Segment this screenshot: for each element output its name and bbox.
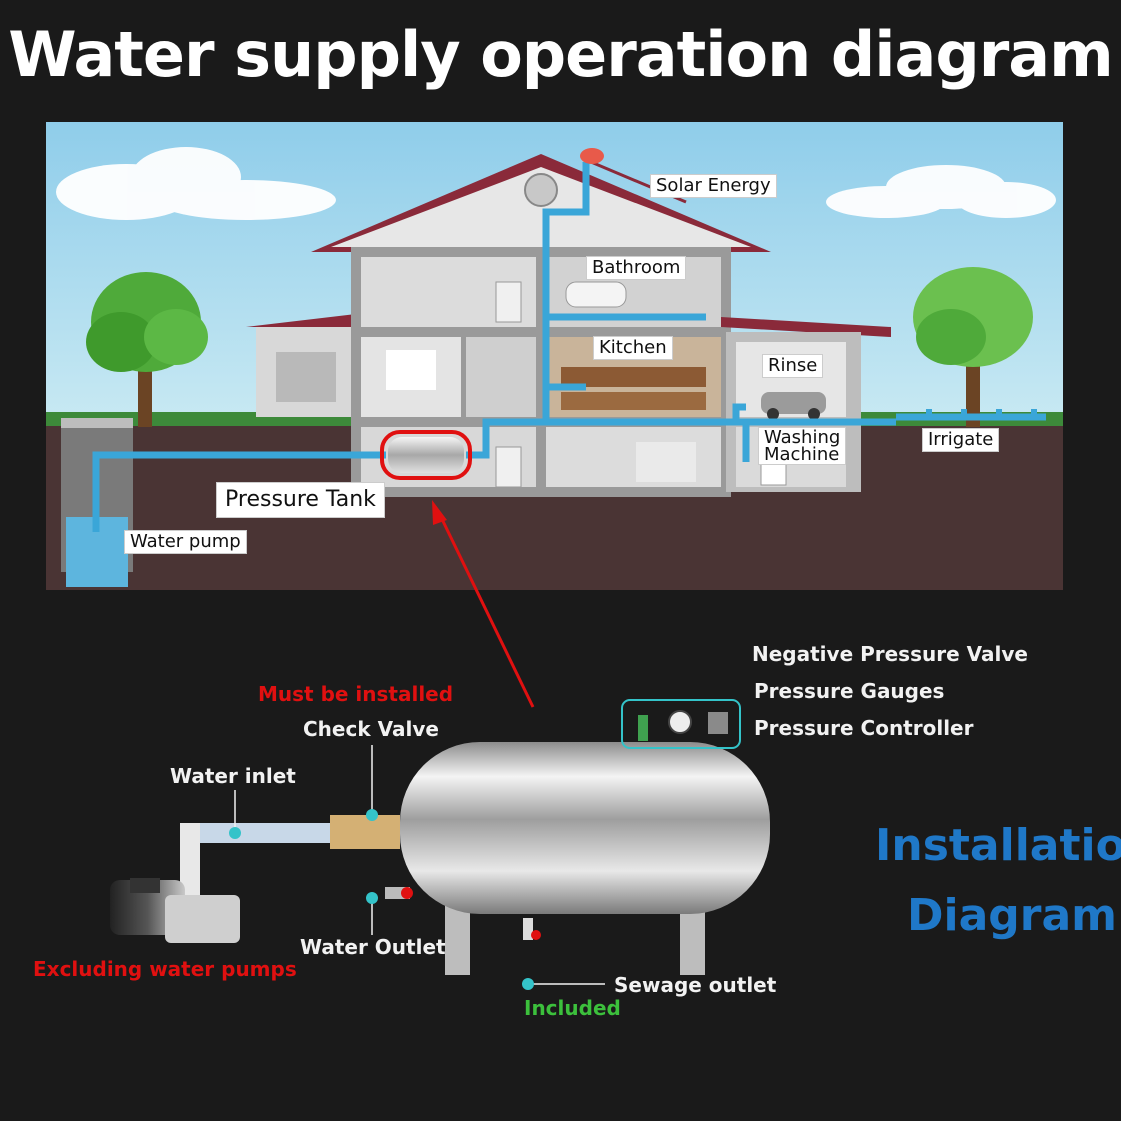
outlet-valve-handle [401,887,413,899]
inlet-elbow [180,823,200,898]
heading-diagram: Diagram [907,890,1118,941]
house-illustration [46,122,1063,590]
pipes [92,162,1046,532]
label-included: Included [524,996,621,1020]
tree-left [86,272,208,427]
left-building [246,314,356,417]
steel-tank [400,742,770,914]
red-arrow [432,500,535,708]
label-negative-pressure-valve: Negative Pressure Valve [752,642,1028,666]
label-pressure-gauges: Pressure Gauges [754,679,945,703]
label-rinse: Rinse [762,354,824,378]
label-kitchen: Kitchen [593,336,673,360]
water-pump-device [110,878,240,943]
label-water-outlet: Water Outlet [300,935,446,959]
pressure-controller-icon [708,712,728,734]
scene-pressure-tank [380,430,472,480]
tree-right [913,267,1033,427]
callout-lines [234,745,605,985]
inlet-pipe [185,823,335,843]
label-must-be-installed: Must be installed [258,682,454,706]
house-scene: Solar Energy Bathroom Kitchen Rinse Wash… [46,122,1063,590]
pressure-gauge-icon [668,710,692,734]
label-irrigate: Irrigate [922,428,1000,452]
label-check-valve: Check Valve [303,717,439,741]
main-house [311,154,771,497]
check-valve-body [330,815,400,849]
label-solar-energy: Solar Energy [650,174,777,198]
label-sewage-outlet: Sewage outlet [614,973,777,997]
sprinklers [926,409,1037,419]
label-pressure-tank: Pressure Tank [216,482,385,518]
callout-dots [229,809,534,990]
clouds [56,147,1056,220]
sewage-valve-handle [531,930,541,940]
label-water-pump: Water pump [124,530,247,554]
negative-pressure-valve-icon [638,715,648,741]
page-title: Water supply operation diagram [8,18,1113,91]
label-bathroom: Bathroom [586,256,687,280]
fittings-box [621,699,741,749]
label-water-inlet: Water inlet [170,764,296,788]
heading-installation: Installation [875,820,1121,871]
label-pressure-controller: Pressure Controller [754,716,974,740]
label-excluding-water-pumps: Excluding water pumps [33,957,297,981]
